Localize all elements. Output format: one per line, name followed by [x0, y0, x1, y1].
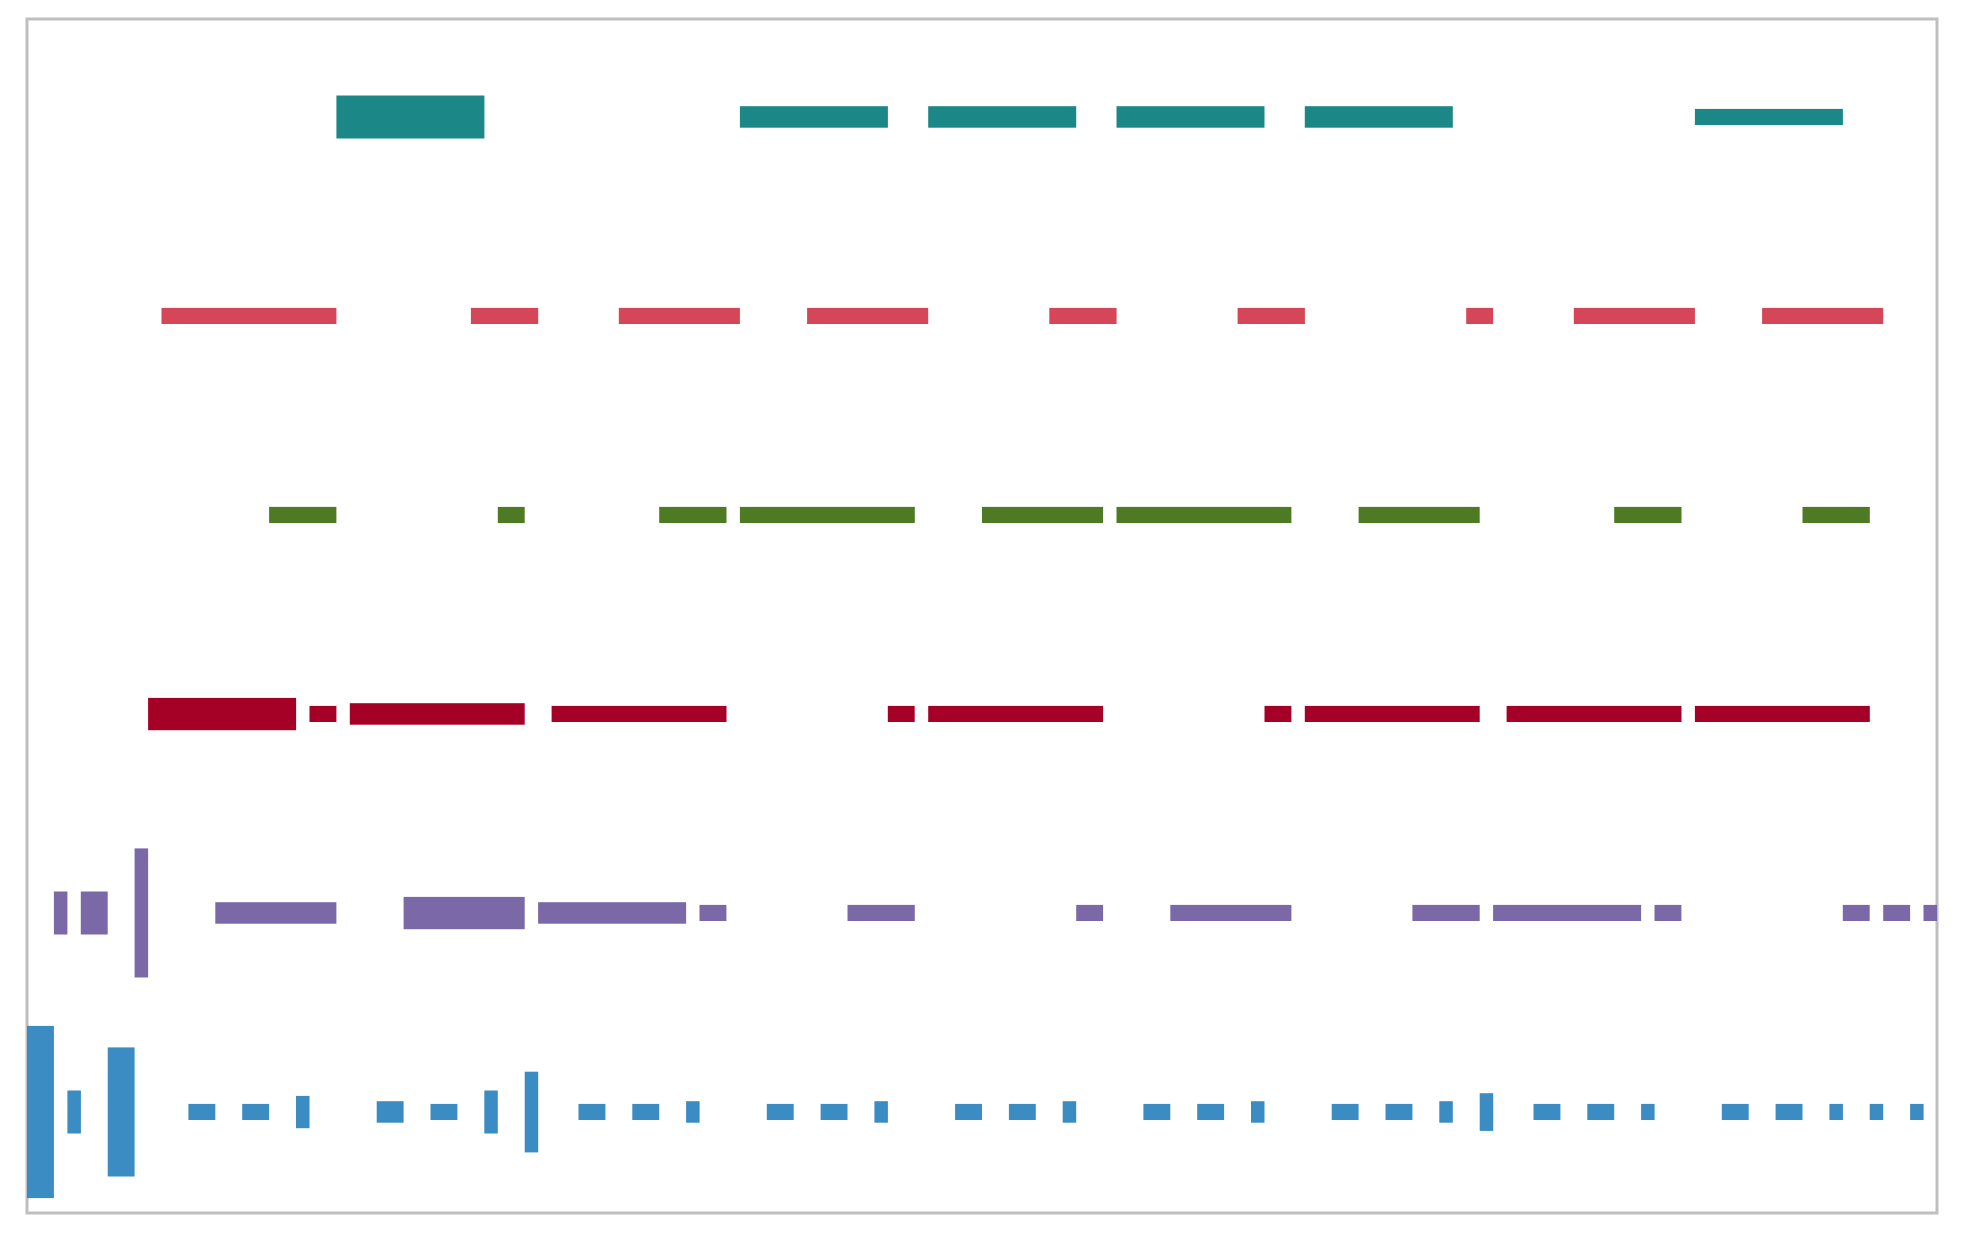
bar-segment-6-25: [1439, 1101, 1453, 1123]
bar-segment-5-9: [1076, 904, 1104, 921]
plot-area-frame: [25, 17, 1939, 1215]
bar-segment-2-8: [1573, 307, 1695, 324]
bar-segment-3-5: [982, 506, 1104, 523]
bar-segment-6-28: [1587, 1103, 1615, 1120]
bar-segment-2-1: [161, 307, 337, 324]
bar-segment-5-14: [1842, 904, 1870, 921]
series-row-3: [269, 506, 1870, 523]
bar-segment-5-7: [699, 904, 727, 921]
bar-segment-6-6: [296, 1095, 310, 1129]
bar-segment-1-5: [1304, 106, 1453, 128]
bar-segment-6-19: [1062, 1101, 1077, 1123]
bar-segment-6-11: [578, 1103, 606, 1120]
series-row-1: [336, 95, 1843, 139]
bar-segment-4-9: [1506, 705, 1682, 722]
bar-segment-6-3: [107, 1047, 135, 1177]
bar-segment-3-9: [1802, 506, 1870, 523]
bar-segment-5-4: [215, 902, 337, 924]
bar-segment-6-15: [820, 1103, 848, 1120]
bar-segment-1-4: [1116, 106, 1265, 128]
bar-segment-3-8: [1614, 506, 1682, 523]
bar-segment-6-21: [1197, 1103, 1225, 1120]
bar-segment-6-16: [874, 1101, 888, 1123]
bar-segment-6-8: [430, 1103, 458, 1120]
bar-segment-5-16: [1923, 904, 1937, 921]
bar-segment-4-7: [1264, 705, 1292, 722]
bar-segment-6-17: [955, 1103, 982, 1120]
bar-segment-5-2: [80, 891, 108, 935]
bar-segment-2-5: [1049, 307, 1117, 324]
bar-segment-2-7: [1466, 307, 1494, 324]
bar-segment-6-34: [1910, 1103, 1924, 1120]
bar-segment-3-6: [1116, 506, 1292, 523]
bar-segment-5-6: [538, 902, 687, 924]
bar-segment-6-13: [686, 1101, 700, 1123]
bar-segment-4-1: [148, 697, 297, 731]
bar-segment-3-4: [739, 506, 915, 523]
bar-segment-5-3: [134, 848, 149, 978]
bar-segment-6-22: [1251, 1101, 1265, 1123]
bar-segment-5-10: [1170, 904, 1292, 921]
bar-segment-5-1: [53, 891, 68, 935]
bar-segment-4-8: [1304, 705, 1480, 722]
series-row-5: [53, 848, 1937, 978]
bar-segment-6-32: [1829, 1103, 1843, 1120]
bar-segment-6-30: [1721, 1103, 1749, 1120]
bar-segment-6-14: [766, 1103, 794, 1120]
bar-segment-4-6: [928, 705, 1104, 722]
bar-segment-1-3: [928, 106, 1077, 128]
bar-segment-2-3: [618, 307, 740, 324]
series-row-4: [148, 697, 1870, 731]
bar-segment-6-27: [1533, 1103, 1561, 1120]
bar-segment-6-33: [1869, 1103, 1884, 1120]
bar-segment-6-20: [1143, 1103, 1171, 1120]
bar-segment-5-15: [1883, 904, 1911, 921]
bar-segment-4-10: [1694, 705, 1870, 722]
bar-segment-3-1: [269, 506, 337, 523]
bar-segment-4-5: [887, 705, 915, 722]
bar-segment-6-12: [632, 1103, 660, 1120]
bar-segment-2-6: [1237, 307, 1305, 324]
bar-segment-6-9: [484, 1090, 498, 1134]
series-row-6: [27, 1025, 1924, 1199]
bar-segment-6-5: [242, 1103, 270, 1120]
bar-segment-6-4: [188, 1103, 216, 1120]
bar-segment-5-11: [1412, 904, 1480, 921]
bar-segment-6-1: [27, 1025, 54, 1199]
bar-segment-5-8: [847, 904, 915, 921]
bar-segment-6-29: [1641, 1103, 1655, 1120]
bar-segment-6-24: [1385, 1103, 1413, 1120]
bar-segment-2-2: [470, 307, 539, 324]
bar-segment-1-6: [1694, 108, 1843, 125]
bar-segment-3-3: [659, 506, 727, 523]
bar-segment-6-10: [524, 1071, 539, 1153]
bar-segment-2-4: [807, 307, 929, 324]
bar-segment-4-3: [349, 703, 525, 725]
bar-segment-6-18: [1008, 1103, 1036, 1120]
bar-segment-6-26: [1479, 1093, 1494, 1131]
bar-segment-5-13: [1654, 904, 1682, 921]
bar-segment-4-2: [309, 705, 337, 722]
bar-segment-3-7: [1358, 506, 1480, 523]
bar-segment-6-23: [1331, 1103, 1359, 1120]
bar-segment-1-1: [336, 95, 485, 139]
bar-segment-4-4: [551, 705, 727, 722]
series-row-2: [161, 307, 1884, 324]
bar-segment-6-31: [1775, 1103, 1803, 1120]
series-layer: [27, 95, 1937, 1199]
bar-segment-3-2: [497, 506, 525, 523]
bar-segment-6-2: [67, 1090, 81, 1134]
bar-segment-5-5: [403, 896, 525, 930]
bar-segment-2-9: [1762, 307, 1884, 324]
bar-segment-5-12: [1493, 904, 1642, 921]
bar-segment-1-2: [739, 106, 888, 128]
bar-segment-6-7: [376, 1101, 404, 1123]
